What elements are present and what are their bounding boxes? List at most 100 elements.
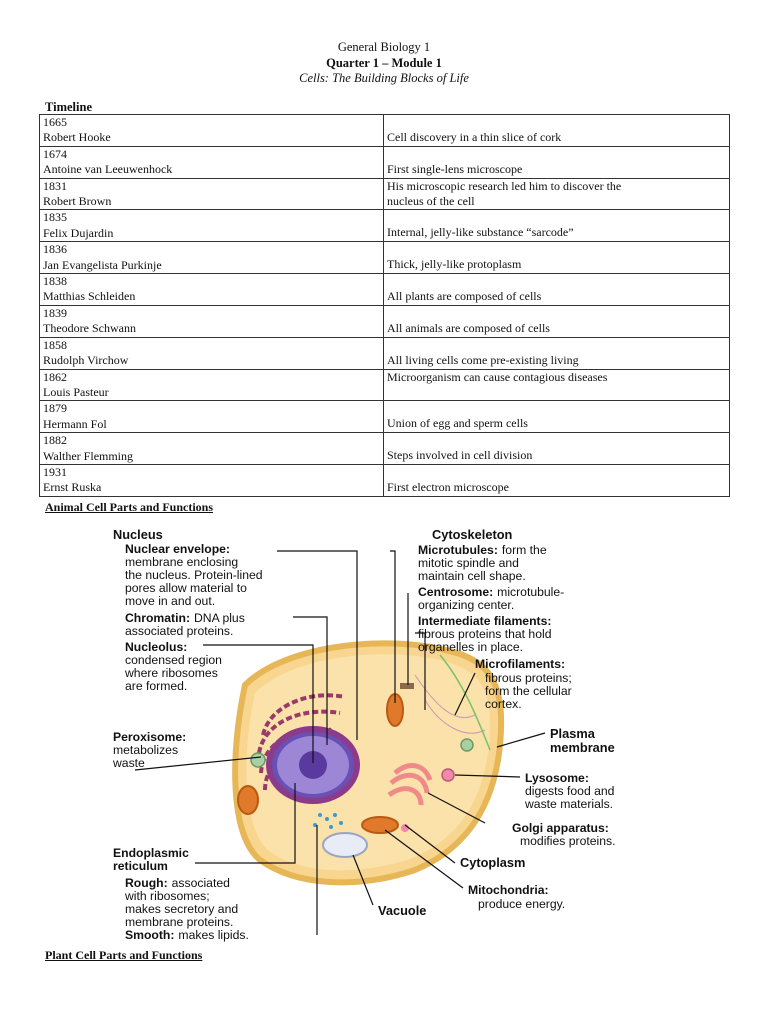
timeline-discovery-line <box>387 274 726 289</box>
er-title-1: Endoplasmic <box>113 846 189 860</box>
peroxisome-shape <box>250 752 266 768</box>
timeline-scientist: Antoine van Leeuwenhock <box>43 162 173 177</box>
centrosome-line: Centrosome: microtubule- <box>418 585 564 599</box>
cytoskeleton-title: Cytoskeleton <box>432 527 513 542</box>
timeline-year: 1831 <box>43 178 67 193</box>
cytoplasm-label: Cytoplasm <box>460 855 525 870</box>
vacuole-shape <box>322 832 368 858</box>
timeline-discovery-cell: Internal, jelly-like substance “sarcode” <box>383 209 730 243</box>
timeline-discovery-line: All animals are composed of cells <box>387 320 550 335</box>
centrosome-desc-2: organizing center. <box>418 598 514 612</box>
timeline-discovery-cell: All animals are composed of cells <box>383 304 730 338</box>
nuclear-envelope-desc-2: pores allow material to <box>125 581 247 595</box>
timeline-discovery-cell: All living cells come pre-existing livin… <box>383 336 730 370</box>
rough-er-line: Rough: associated <box>125 876 230 890</box>
golgi-label: Golgi apparatus: <box>512 821 609 835</box>
nuclear-envelope-desc-0: membrane enclosing <box>125 555 238 569</box>
timeline-discovery-line: First electron microscope <box>387 479 509 494</box>
timeline-discovery-line <box>387 465 726 480</box>
nuclear-envelope-desc-3: move in and out. <box>125 594 215 608</box>
timeline-year: 1835 <box>43 210 67 225</box>
timeline-scientist: Rudolph Virchow <box>43 353 129 368</box>
peroxisome-label: Peroxisome: <box>113 730 186 744</box>
timeline-discovery-line: Thick, jelly-like protoplasm <box>387 257 522 272</box>
rough-er-shape <box>257 693 346 791</box>
rough-er-desc-1: associated <box>172 876 230 890</box>
microfilaments-label: Microfilaments: <box>475 657 565 671</box>
microtubules-desc-0: mitotic spindle and <box>418 556 519 570</box>
timeline-discovery-line <box>387 385 726 400</box>
timeline-discovery-line: All living cells come pre-existing livin… <box>387 352 579 367</box>
smooth-er-label: Smooth: <box>125 928 174 942</box>
timeline-year: 1836 <box>43 242 67 257</box>
rough-er-desc-0: with ribosomes; <box>124 889 210 903</box>
timeline-discovery-line <box>387 147 726 162</box>
lysosome-desc-0: digests food and <box>525 784 614 798</box>
timeline-discovery-cell: First electron microscope <box>383 463 730 497</box>
mitochondrion-shape-3 <box>237 785 259 815</box>
microtubules-label: Microtubules: <box>418 543 498 557</box>
timeline-discovery-line: First single-lens microscope <box>387 161 523 176</box>
timeline-scientist: Hermann Fol <box>43 416 107 431</box>
timeline-year: 1862 <box>43 369 67 384</box>
chromatin-desc-2: associated proteins. <box>125 624 233 638</box>
lesson-subtitle: Cells: The Building Blocks of Life <box>299 71 469 85</box>
timeline-scientist: Matthias Schleiden <box>43 289 136 304</box>
centrosome-label: Centrosome: <box>418 585 493 599</box>
timeline-discovery-line: All plants are composed of cells <box>387 289 542 304</box>
smooth-er-line: Smooth: makes lipids. <box>125 928 249 942</box>
microfilaments-desc-2: cortex. <box>485 697 522 711</box>
course-title: General Biology 1 <box>337 40 431 54</box>
golgi-desc: modifies proteins. <box>520 834 616 848</box>
intermediate-filaments-desc-0: fibrous proteins that hold <box>418 627 551 641</box>
centrosome-desc-1: microtubule- <box>497 585 564 599</box>
timeline-discovery-line: Microorganism can cause contagious disea… <box>387 369 608 384</box>
timeline-discovery-cell: All plants are composed of cells <box>383 273 730 306</box>
plant-cell-section-title: Plant Cell Parts and Functions <box>45 948 203 962</box>
peroxisome-desc-0: metabolizes <box>113 743 178 757</box>
rough-er-label: Rough: <box>125 876 168 890</box>
timeline-discovery-line: His microscopic research led him to disc… <box>387 178 622 193</box>
timeline-scientist: Theodore Schwann <box>43 321 136 336</box>
timeline-discovery-cell: First single-lens microscope <box>383 145 730 179</box>
timeline-discovery-line: Internal, jelly-like substance “sarcode” <box>387 225 574 240</box>
cytoskeleton-filaments-shape <box>414 674 486 734</box>
timeline-scientist: Walther Flemming <box>43 448 134 463</box>
rough-er-desc-a: makes secretory and <box>125 902 238 916</box>
timeline-scientist: Ernst Ruska <box>43 480 102 495</box>
timeline-discovery-line: Cell discovery in a thin slice of cork <box>387 130 562 144</box>
timeline-year: 1879 <box>43 401 67 416</box>
microtubules-line: Microtubules: form the <box>418 543 547 557</box>
plasma-membrane-label-0: Plasma <box>550 726 596 741</box>
timeline-discovery-line <box>387 338 726 353</box>
timeline-scientist: Robert Hooke <box>43 130 111 145</box>
chromatin-desc-1: DNA plus <box>194 611 245 625</box>
nucleolus-label: Nucleolus: <box>125 640 187 654</box>
timeline-discovery-line: Steps involved in cell division <box>387 448 533 463</box>
plasma-membrane-label-1: membrane <box>550 740 615 755</box>
animal-cell-diagram: Nucleus Nuclear envelope: membrane enclo… <box>112 527 616 942</box>
timeline-discovery-cell: His microscopic research led him to disc… <box>383 177 730 211</box>
smooth-er-desc: makes lipids. <box>178 928 248 942</box>
timeline-discovery-line <box>387 242 726 257</box>
cell-illustration <box>232 640 505 886</box>
timeline-discovery-cell: Cell discovery in a thin slice of cork <box>383 114 730 147</box>
nuclear-envelope-label: Nuclear envelope: <box>125 542 230 556</box>
nucleolus-desc-1: where ribosomes <box>124 666 218 680</box>
timeline-discovery-line: nucleus of the cell <box>387 194 475 209</box>
microtubules-desc-1: form the <box>502 543 547 557</box>
